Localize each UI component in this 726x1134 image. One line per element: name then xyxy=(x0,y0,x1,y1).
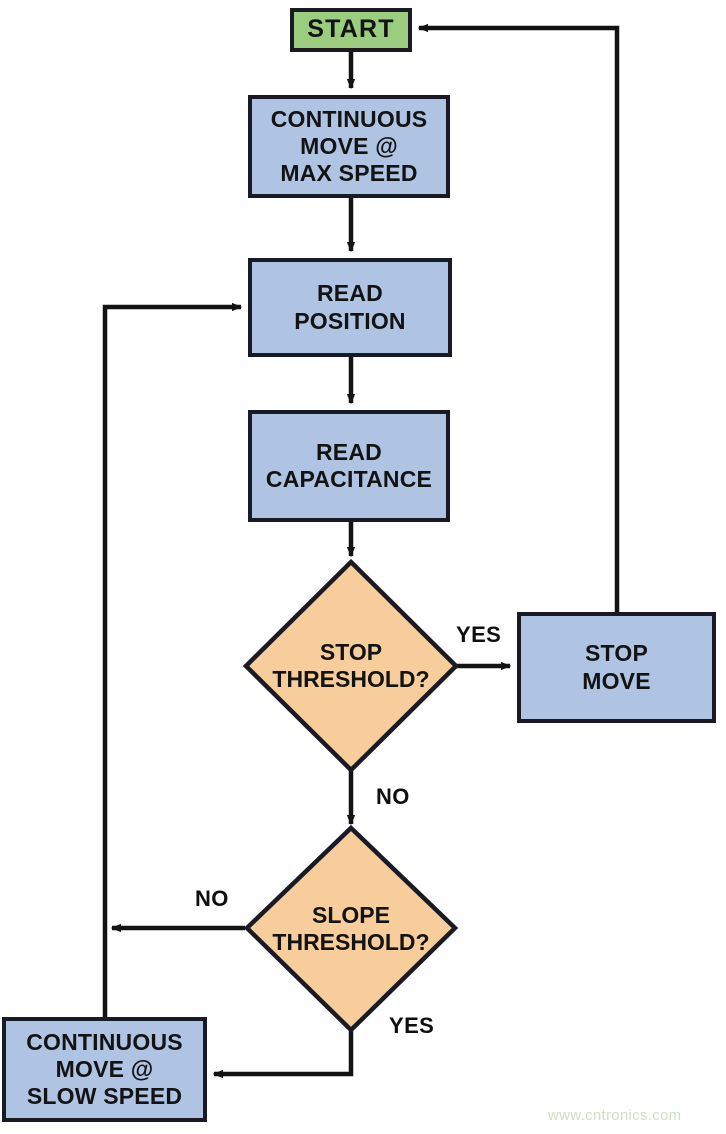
edge-label-slope-threshold-yes-text: YES xyxy=(389,1013,435,1038)
watermark: www.cntronics.com xyxy=(548,1107,681,1124)
edge-slope-threshold-yes-to-continuous-slow xyxy=(212,1030,354,1079)
edge-label-slope-threshold-yes: YES xyxy=(389,1013,434,1039)
node-read-position[interactable]: READ POSITION xyxy=(248,258,452,357)
node-read-capacitance-label: READ CAPACITANCE xyxy=(265,438,433,492)
decision-slope-threshold-shape xyxy=(243,824,459,1034)
edge-label-slope-threshold-no-text: NO xyxy=(195,886,229,911)
edge-stop-move-to-start xyxy=(417,23,620,612)
node-continuous-move-slow-speed[interactable]: CONTINUOUS MOVE @ SLOW SPEED xyxy=(2,1017,207,1122)
watermark-text: www.cntronics.com xyxy=(548,1107,682,1124)
node-continuous-move-max-speed[interactable]: CONTINUOUS MOVE @ MAX SPEED xyxy=(248,95,450,198)
node-read-position-label: READ POSITION xyxy=(294,280,406,334)
node-stop-move-label: STOP MOVE xyxy=(582,640,651,694)
edge-label-stop-threshold-no: NO xyxy=(376,784,410,810)
node-start[interactable]: START xyxy=(290,8,412,52)
node-start-label: START xyxy=(307,15,395,44)
edge-left-rail-vertical xyxy=(102,302,243,930)
node-stop-move[interactable]: STOP MOVE xyxy=(517,612,716,723)
edge-label-stop-threshold-yes: YES xyxy=(456,622,501,648)
edge-label-slope-threshold-no: NO xyxy=(195,886,229,912)
edge-label-stop-threshold-yes-text: YES xyxy=(456,622,502,647)
edge-label-stop-threshold-no-text: NO xyxy=(376,784,410,809)
node-read-capacitance[interactable]: READ CAPACITANCE xyxy=(248,410,450,522)
node-continuous-move-slow-speed-label: CONTINUOUS MOVE @ SLOW SPEED xyxy=(26,1028,183,1110)
decision-stop-threshold-shape xyxy=(242,558,460,774)
node-continuous-move-max-speed-label: CONTINUOUS MOVE @ MAX SPEED xyxy=(270,105,428,187)
